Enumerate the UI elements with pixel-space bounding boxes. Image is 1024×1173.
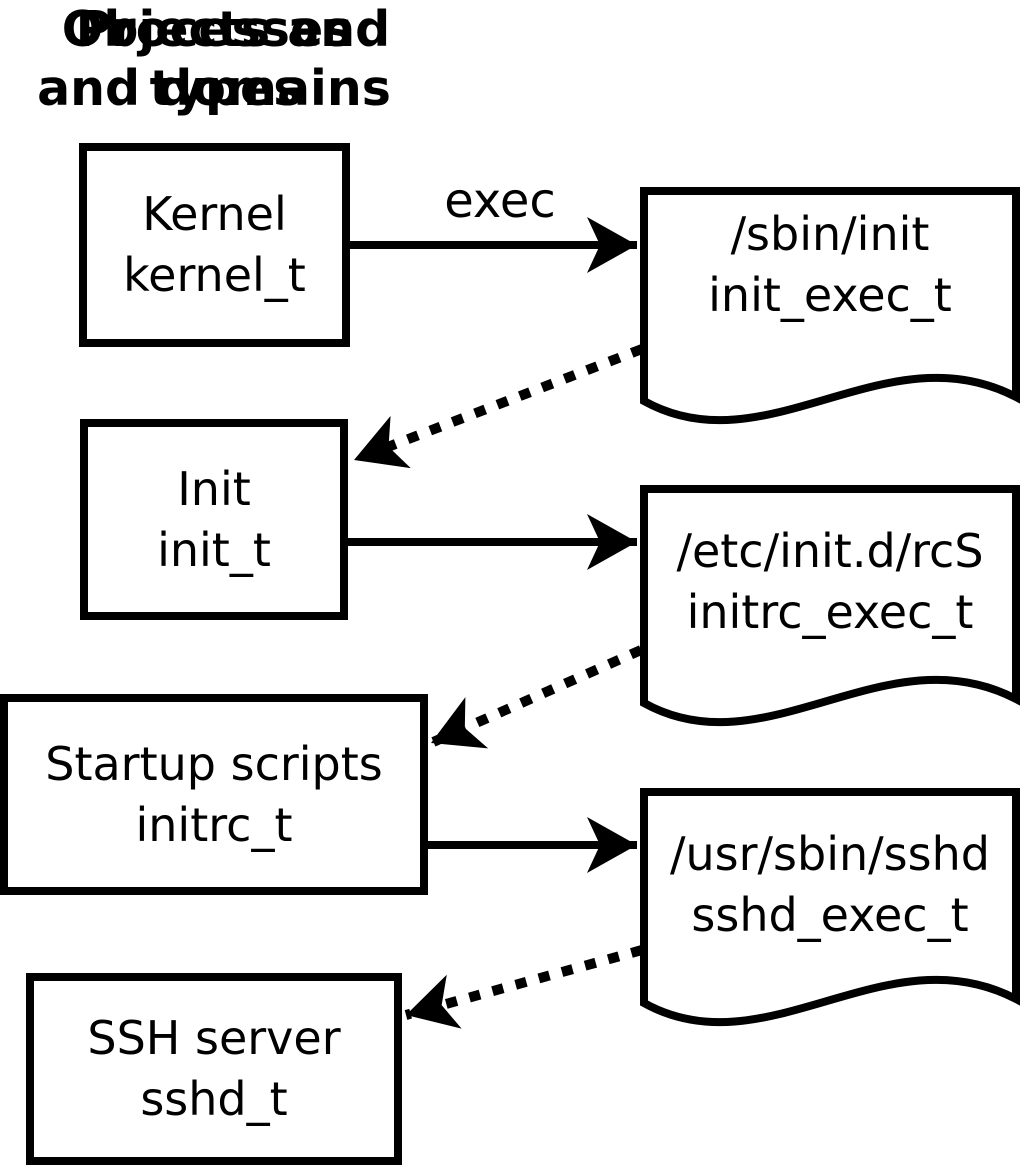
object-type: initrc_exec_t [686, 585, 974, 639]
document-shape-sbin-init [640, 187, 1020, 425]
object-doc-etc-initd-rcs: /etc/init.d/rcS initrc_exec_t [648, 492, 1012, 672]
process-box-ssh-server: SSH server sshd_t [26, 973, 402, 1165]
document-shape-usr-sbin-sshd [640, 788, 1020, 1027]
process-domain: kernel_t [123, 248, 306, 302]
process-name: Init [177, 461, 251, 516]
object-path: /sbin/init [730, 207, 930, 261]
process-box-kernel: Kernel kernel_t [79, 143, 350, 347]
document-shape-etc-initd-rcs [640, 485, 1020, 727]
process-domain: sshd_t [140, 1072, 288, 1126]
process-name: SSH server [87, 1011, 341, 1065]
object-doc-sbin-init: /sbin/init init_exec_t [648, 190, 1012, 340]
object-path: /etc/init.d/rcS [676, 524, 984, 578]
column-header-objects-line1: Objects and [61, 1, 391, 58]
object-path: /usr/sbin/sshd [670, 827, 990, 881]
transition-arrow-init-exec-to-init [352, 344, 644, 469]
column-header-objects-line2: types [149, 60, 303, 117]
object-type: init_exec_t [708, 268, 952, 322]
process-name: Kernel [142, 187, 287, 241]
column-header-processes: Processes and domains [0, 0, 428, 118]
process-domain: init_t [157, 522, 271, 577]
column-header-processes-line2: and domains [37, 60, 391, 117]
process-domain: initrc_t [135, 797, 293, 852]
process-box-init: Init init_t [80, 419, 348, 620]
process-box-startup-scripts: Startup scripts initrc_t [0, 694, 428, 895]
exec-label: exec [444, 173, 556, 229]
column-header-processes-line1: Processes [75, 1, 353, 58]
transition-arrow-initrc-exec-to-initrc [428, 645, 644, 749]
column-header-objects: Objects and types [0, 0, 452, 118]
object-type: sshd_exec_t [691, 888, 969, 942]
object-doc-usr-sbin-sshd: /usr/sbin/sshd sshd_exec_t [648, 795, 1012, 975]
transition-arrow-sshd-exec-to-sshd [404, 945, 644, 1029]
process-name: Startup scripts [45, 736, 383, 791]
